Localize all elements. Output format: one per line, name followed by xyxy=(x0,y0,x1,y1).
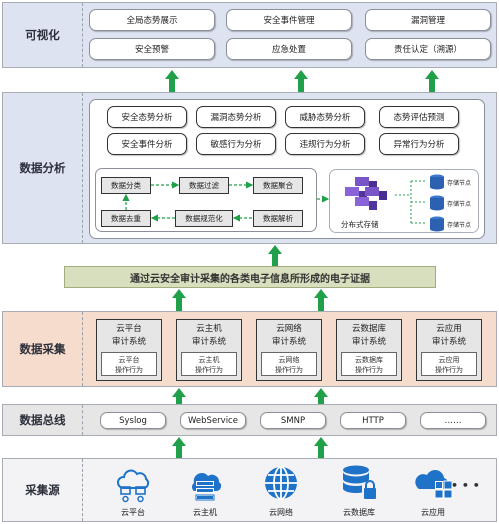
visual-item: 应急处置 xyxy=(226,38,352,60)
storage-panel xyxy=(329,169,479,233)
up-arrow-icon xyxy=(294,70,308,92)
database-icon xyxy=(430,174,444,190)
bus-protocol: HTTP xyxy=(340,412,406,429)
bus-protocol: Syslog xyxy=(100,412,166,429)
audit-system-behavior: 云主机操作行为 xyxy=(181,352,237,376)
source-cloud-database: 云数据库 xyxy=(329,463,389,518)
visualization-body: 全局态势展示 安全事件管理 漏洞管理 安全预警 应急处置 责任认定（溯源） xyxy=(83,3,496,67)
storage-node-label: 存储节点 xyxy=(447,180,472,187)
analysis-item: 漏洞态势分析 xyxy=(196,106,276,128)
audit-system-cloud-network: 云网络审计系统 云网络操作行为 xyxy=(256,319,322,381)
source-label-text: 云应用 xyxy=(421,508,445,517)
server-cluster-icon xyxy=(345,177,387,210)
visual-item: 责任认定（溯源） xyxy=(365,38,491,60)
up-arrow-icon xyxy=(165,70,179,92)
audit-system-title: 云网络审计系统 xyxy=(271,324,306,347)
flow-normalize: 数据规范化 xyxy=(175,210,233,227)
storage-node-label: 存储节点 xyxy=(447,201,472,208)
flow-parse: 数据解析 xyxy=(253,210,303,227)
data-bus-layer: 数据总线 Syslog WebService SMNP HTTP …… xyxy=(2,404,497,436)
analysis-item: 安全事件分析 xyxy=(107,133,187,155)
visualization-label: 可视化 xyxy=(3,3,83,67)
database-lock-icon xyxy=(343,465,376,499)
source-label-text: 云数据库 xyxy=(343,508,375,517)
up-arrow-icon xyxy=(268,245,282,267)
audit-system-title: 云主机审计系统 xyxy=(191,324,226,347)
bus-protocol: …… xyxy=(420,412,486,429)
more-sources: • • • xyxy=(451,479,480,492)
database-icon xyxy=(430,195,444,211)
storage-links xyxy=(395,180,427,224)
source-layer: 采集源 云平台 云主机 xyxy=(2,458,497,522)
source-body: 云平台 云主机 云网络 xyxy=(83,459,496,521)
source-cloud-network: 云网络 xyxy=(251,463,311,518)
flow-dedupe: 数据去重 xyxy=(101,210,151,227)
audit-system-title: 云应用审计系统 xyxy=(431,324,466,347)
up-arrow-icon xyxy=(425,70,439,92)
up-arrow-icon xyxy=(314,289,328,311)
cloud-host-icon xyxy=(192,472,222,501)
database-icon xyxy=(430,216,444,232)
analysis-item: 威胁态势分析 xyxy=(285,106,365,128)
analysis-item: 敏感行为分析 xyxy=(196,133,276,155)
collection-layer: 数据采集 云平台审计系统 云平台操作行为 云主机审计系统 云主机操作行为 云网络… xyxy=(2,311,497,387)
visualization-layer: 可视化 全局态势展示 安全事件管理 漏洞管理 安全预警 应急处置 责任认定（溯源… xyxy=(2,2,497,68)
source-label-text: 云平台 xyxy=(121,508,145,517)
source-cloud-host: 云主机 xyxy=(175,463,235,518)
source-cloud-app: 云应用 xyxy=(403,463,463,518)
analysis-body: 安全态势分析 漏洞态势分析 威胁态势分析 态势评估预测 安全事件分析 敏感行为分… xyxy=(83,93,496,243)
visual-item: 全局态势展示 xyxy=(89,9,215,31)
up-arrow-icon xyxy=(172,437,186,459)
audit-system-behavior: 云网络操作行为 xyxy=(261,352,317,376)
analysis-item: 违规行为分析 xyxy=(285,133,365,155)
source-label-text: 云主机 xyxy=(193,508,217,517)
analysis-item: 异常行为分析 xyxy=(379,133,459,155)
analysis-layer: 数据分析 安全态势分析 漏洞态势分析 威胁态势分析 态势评估预测 安全事件分析 … xyxy=(2,92,497,244)
storage-label: 分布式存储 xyxy=(341,220,379,229)
flow-classify: 数据分类 xyxy=(101,177,151,194)
flow-arrows xyxy=(122,181,330,222)
cloud-platform-icon xyxy=(117,469,150,503)
bus-protocol: WebService xyxy=(180,412,246,429)
collection-label: 数据采集 xyxy=(3,312,83,386)
visual-item: 漏洞管理 xyxy=(365,9,491,31)
audit-system-behavior: 云数据库操作行为 xyxy=(341,352,397,376)
cloud-app-icon xyxy=(415,470,453,499)
flow-filter: 数据过滤 xyxy=(179,177,229,194)
data-bus-body: Syslog WebService SMNP HTTP …… xyxy=(83,405,496,435)
analysis-item: 安全态势分析 xyxy=(107,106,187,128)
analysis-label: 数据分析 xyxy=(3,93,83,243)
up-arrow-icon xyxy=(314,437,328,459)
analysis-item: 态势评估预测 xyxy=(379,106,459,128)
bus-protocol: SMNP xyxy=(260,412,326,429)
source-label: 采集源 xyxy=(3,459,83,521)
source-cloud-platform: 云平台 xyxy=(103,463,163,518)
globe-icon xyxy=(265,466,297,500)
up-arrow-icon xyxy=(172,289,186,311)
up-arrow-icon xyxy=(172,388,186,410)
audit-system-cloud-app: 云应用审计系统 云应用操作行为 xyxy=(416,319,482,381)
collection-body: 云平台审计系统 云平台操作行为 云主机审计系统 云主机操作行为 云网络审计系统 … xyxy=(83,312,496,386)
up-arrow-icon xyxy=(314,388,328,410)
visual-item: 安全事件管理 xyxy=(226,9,352,31)
flow-aggregate: 数据聚合 xyxy=(253,177,303,194)
audit-system-cloud-platform: 云平台审计系统 云平台操作行为 xyxy=(96,319,162,381)
visual-item: 安全预警 xyxy=(89,38,215,60)
audit-system-cloud-host: 云主机审计系统 云主机操作行为 xyxy=(176,319,242,381)
evidence-bar: 通过云安全审计采集的各类电子信息所形成的电子证据 xyxy=(64,266,436,288)
audit-system-title: 云数据库审计系统 xyxy=(351,324,386,347)
data-bus-label: 数据总线 xyxy=(3,405,83,435)
audit-system-cloud-database: 云数据库审计系统 云数据库操作行为 xyxy=(336,319,402,381)
audit-system-behavior: 云平台操作行为 xyxy=(101,352,157,376)
audit-system-title: 云平台审计系统 xyxy=(111,324,146,347)
source-label-text: 云网络 xyxy=(269,508,293,517)
audit-system-behavior: 云应用操作行为 xyxy=(421,352,477,376)
storage-node-label: 存储节点 xyxy=(447,222,472,229)
